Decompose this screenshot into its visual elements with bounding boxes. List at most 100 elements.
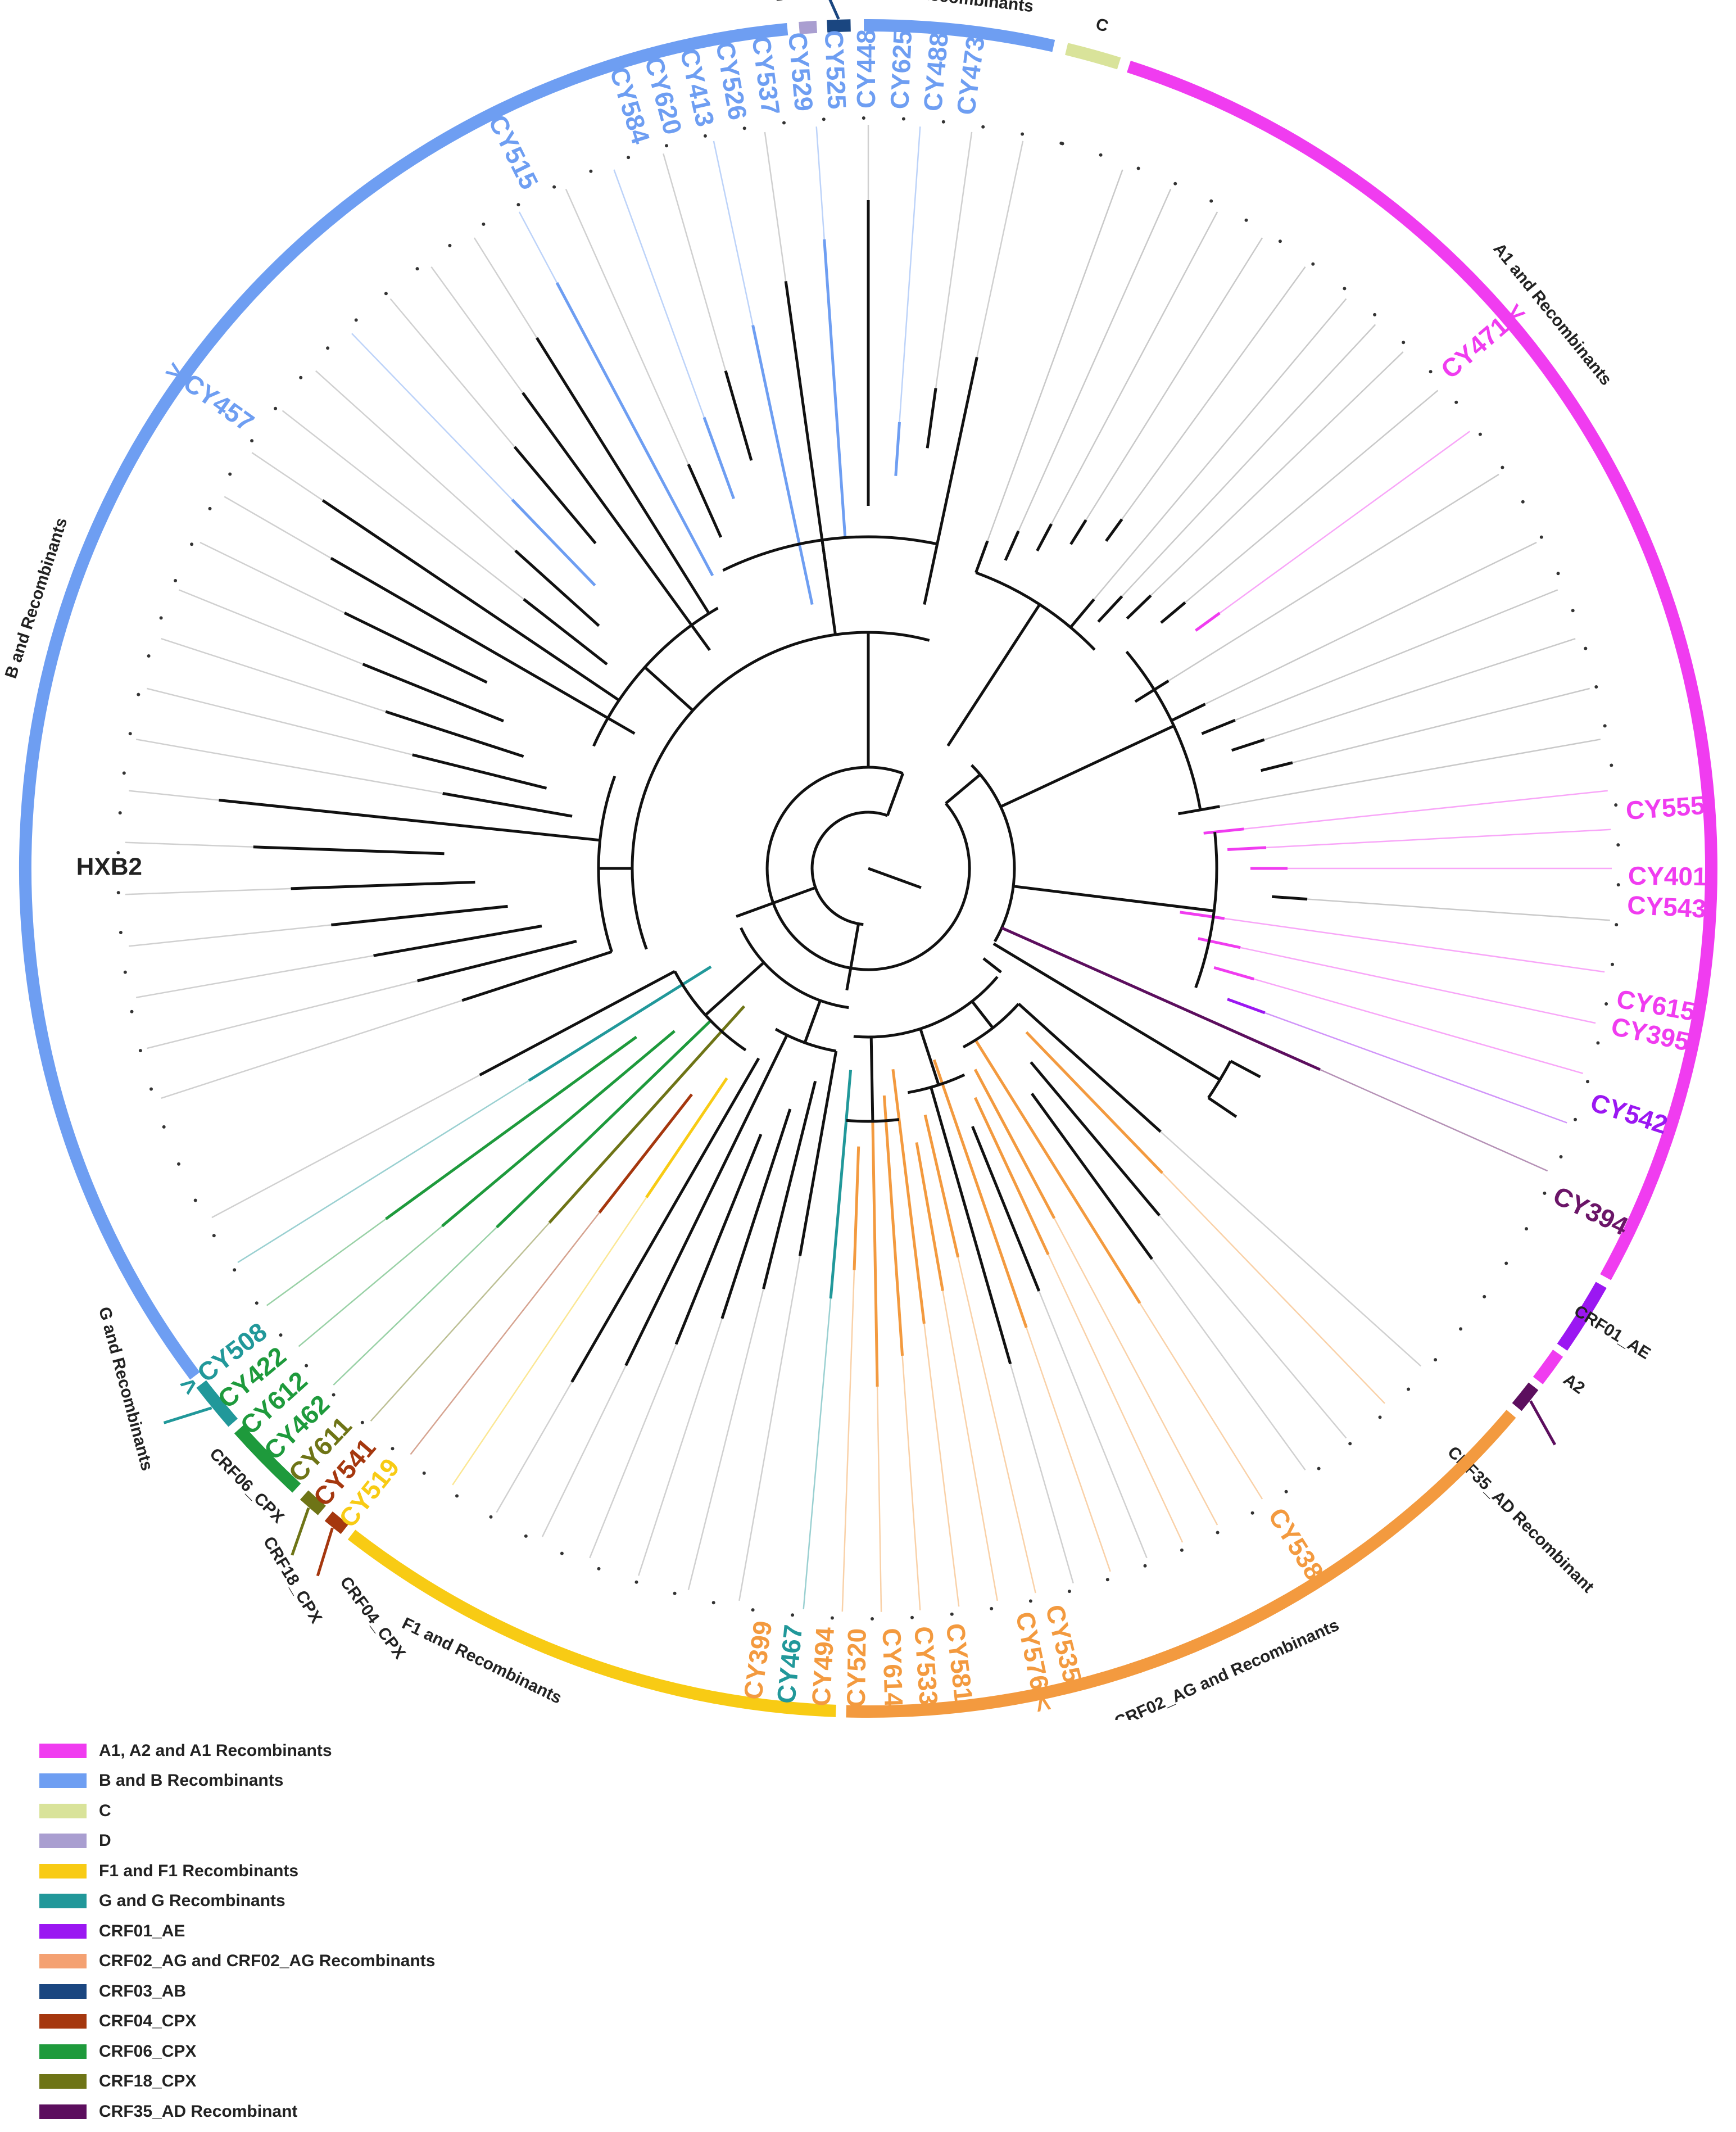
tip-dot xyxy=(516,203,520,207)
legend-swatch xyxy=(39,2044,87,2059)
tree-branch xyxy=(523,598,608,666)
legend-item: C xyxy=(39,1796,435,1826)
tip-label: CY555 xyxy=(1625,790,1706,825)
tip-dot xyxy=(482,222,486,226)
tip-leader xyxy=(713,141,754,325)
tip-label: CY473 xyxy=(951,34,990,116)
tip-dot xyxy=(118,811,122,815)
tip-dot xyxy=(589,169,593,173)
legend-item: A1, A2 and A1 Recombinants xyxy=(39,1736,435,1766)
tip-dot xyxy=(384,292,388,296)
tip-leader xyxy=(282,410,524,600)
tree-branch xyxy=(829,1070,853,1299)
tip-leader xyxy=(1292,687,1590,764)
tip-dot xyxy=(1317,1466,1321,1470)
tree-branch xyxy=(751,325,814,605)
tip-dot xyxy=(1571,609,1575,613)
tree-branch xyxy=(442,792,573,818)
tree-branch xyxy=(385,710,524,758)
tree-branch xyxy=(973,1069,1056,1219)
tip-dot xyxy=(1556,572,1560,576)
tree-branch xyxy=(736,886,816,918)
tip-dot xyxy=(149,1087,153,1091)
tip-dot xyxy=(1504,1261,1508,1265)
tree-branch xyxy=(704,961,765,1016)
tip-dot xyxy=(193,1198,197,1202)
tree-branch xyxy=(496,1020,712,1229)
legend-label: G and G Recombinants xyxy=(99,1891,285,1911)
tip-leader xyxy=(1204,541,1537,705)
tip-leader xyxy=(129,790,219,801)
tip-leader xyxy=(1224,917,1605,973)
tip-leader xyxy=(1050,211,1218,524)
tree-branch xyxy=(982,957,1002,974)
legend-label: CRF03_AB xyxy=(99,1981,187,2000)
clade-label-f1: F1 and Recombinants xyxy=(399,1614,565,1708)
tree-branch xyxy=(724,370,753,461)
tip-leader xyxy=(687,1288,764,1591)
tip-leader xyxy=(1053,1217,1218,1526)
tip-leader xyxy=(541,1365,627,1537)
clade-label-crf18: CRF18_CPX xyxy=(260,1533,326,1627)
tip-dot xyxy=(212,1234,216,1238)
tree-branch xyxy=(1004,530,1020,561)
tip-leader xyxy=(129,924,332,947)
tree-branch xyxy=(1000,725,1175,808)
tip-dot xyxy=(1586,1080,1589,1084)
tip-leader xyxy=(1264,638,1576,741)
tree-branch xyxy=(362,663,504,723)
tree-branch xyxy=(886,773,904,816)
tip-leader xyxy=(803,1298,832,1610)
tip-label: CY542 xyxy=(1587,1087,1671,1139)
tip-leader xyxy=(1219,431,1471,614)
tip-dot xyxy=(1611,962,1614,966)
clade-segment-crf03 xyxy=(827,19,851,33)
tree-branch xyxy=(823,239,847,538)
tip-dot xyxy=(1616,843,1620,847)
tree-branch xyxy=(1178,805,1220,816)
tree-branch xyxy=(974,1039,1141,1304)
tip-dot xyxy=(742,126,746,130)
tip-leader xyxy=(1264,1012,1567,1124)
tip-label: CY448 xyxy=(851,29,881,108)
clade-segment-crf06 xyxy=(234,1425,301,1493)
tip-leader xyxy=(410,1212,600,1455)
tip-dot xyxy=(901,117,905,121)
tip-dot xyxy=(950,1612,954,1616)
clade-segment-d xyxy=(799,20,818,34)
legend-label: CRF35_AD Recombinant xyxy=(99,2102,298,2121)
legend-item: G and G Recombinants xyxy=(39,1886,435,1917)
tip-leader xyxy=(1151,1259,1306,1471)
tree-branch xyxy=(513,446,597,545)
tip-dot xyxy=(305,1364,309,1368)
tree-branch xyxy=(882,1095,904,1356)
tip-leader xyxy=(161,638,386,713)
clade-segment-a2 xyxy=(1533,1350,1563,1384)
tree-branch xyxy=(412,753,547,790)
tip-dot xyxy=(208,506,212,510)
tree-branch xyxy=(930,1087,1012,1365)
legend-swatch xyxy=(39,1894,87,1909)
tip-leader xyxy=(146,980,418,1049)
tip-leader xyxy=(899,126,921,422)
tip-dot xyxy=(1429,370,1433,374)
tip-dot xyxy=(147,654,151,658)
legend-item: CRF03_AB xyxy=(39,1976,435,2007)
clade-segment-crf04 xyxy=(324,1511,349,1535)
tip-leader xyxy=(986,169,1123,541)
clade-label-bt: B Recombinants xyxy=(900,0,1035,16)
tree-branch xyxy=(974,540,989,573)
tree-branch xyxy=(869,1036,874,1121)
clade-tick-g xyxy=(163,1406,212,1424)
legend-swatch xyxy=(39,1743,87,1758)
tip-dot xyxy=(1244,218,1248,222)
clade-label-crf01: CRF01_AE xyxy=(1571,1302,1654,1363)
legend-label: F1 and F1 Recombinants xyxy=(99,1861,299,1880)
tip-leader xyxy=(1009,1364,1074,1584)
tip-leader xyxy=(237,1080,529,1264)
tip-dot xyxy=(703,134,707,138)
clade-segment-crf35 xyxy=(1512,1382,1539,1411)
tree-branch xyxy=(891,1069,926,1324)
tip-dot xyxy=(1459,1327,1463,1331)
tree-branch xyxy=(845,924,860,991)
